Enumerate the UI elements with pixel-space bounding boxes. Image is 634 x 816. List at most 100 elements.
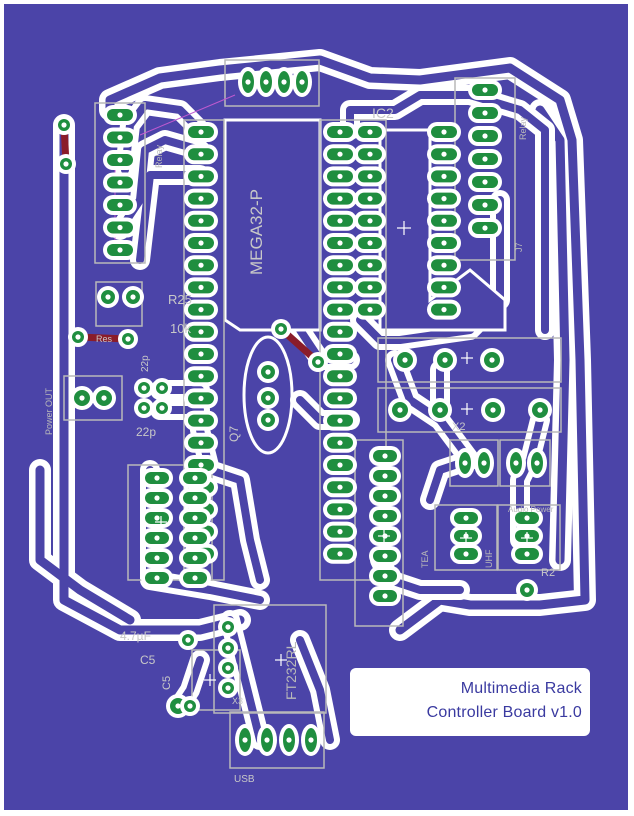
pad-drill — [159, 405, 165, 411]
pad-drill — [337, 529, 343, 535]
title-line-1: Multimedia Rack — [460, 680, 582, 697]
pad-drill — [462, 460, 468, 466]
pad-drill — [192, 495, 198, 501]
pad-drill — [245, 79, 251, 85]
pad-drill — [154, 575, 160, 581]
pad-drill — [367, 284, 373, 290]
pad-drill — [382, 593, 388, 599]
label-c5b: C5 — [161, 676, 173, 690]
pad-drill — [79, 395, 85, 401]
label-usb: USB — [234, 774, 255, 785]
pad-drill — [337, 440, 343, 446]
pad-drill — [441, 173, 447, 179]
board-title-box: Multimedia Rack Controller Board v1.0 — [350, 668, 590, 736]
pad-drill — [198, 395, 204, 401]
pad-drill — [337, 351, 343, 357]
pad-drill — [337, 307, 343, 313]
pad-drill — [441, 240, 447, 246]
pad-drill — [185, 637, 191, 643]
pad-drill — [198, 440, 204, 446]
pad-drill — [367, 307, 373, 313]
label-c5: C5 — [140, 653, 156, 667]
pad-drill — [382, 493, 388, 499]
pad-drill — [198, 240, 204, 246]
pad-drill — [198, 462, 204, 468]
pad-drill — [337, 329, 343, 335]
pad-drill — [437, 407, 443, 413]
pad-drill — [337, 551, 343, 557]
pad-drill — [315, 359, 321, 365]
label-r25: R25 — [168, 292, 192, 307]
pad-drill — [441, 284, 447, 290]
label-22p-b: 22p — [140, 355, 151, 372]
pad-drill — [337, 484, 343, 490]
pad-drill — [130, 294, 136, 300]
pad-drill — [337, 506, 343, 512]
pad-drill — [117, 179, 123, 186]
pad-drill — [198, 284, 204, 290]
pad-drill — [490, 407, 496, 413]
pad-drill — [441, 196, 447, 202]
pad-drill — [198, 307, 204, 313]
pad-drill — [154, 475, 160, 481]
pad-drill — [263, 79, 269, 85]
label-x2: X2 — [452, 421, 465, 433]
pad-drill — [463, 515, 469, 521]
pad-drill — [524, 587, 530, 593]
pad-drill — [225, 624, 231, 630]
label-audio: Audio Power — [508, 505, 554, 514]
pad-drill — [198, 129, 204, 135]
pad-drill — [442, 357, 448, 363]
title-line-2: Controller Board v1.0 — [426, 704, 582, 721]
pad-drill — [198, 418, 204, 424]
label-r2: R2 — [541, 567, 555, 579]
pad-drill — [482, 202, 488, 208]
pad-drill — [382, 573, 388, 579]
pad-drill — [482, 133, 488, 139]
pad-drill — [265, 395, 271, 401]
label-power-out: Power OUT — [44, 387, 54, 435]
pad-drill — [463, 551, 469, 557]
pad-drill — [382, 453, 388, 459]
pad-drill — [367, 129, 373, 135]
pad-drill — [198, 218, 204, 224]
pad-drill — [192, 575, 198, 581]
label-uhf: UHF — [484, 549, 494, 568]
pad-drill — [159, 385, 165, 391]
pad-drill — [286, 737, 292, 743]
pad-drill — [299, 79, 305, 85]
pad-drill — [367, 151, 373, 157]
label-relay-right: Relay — [518, 116, 528, 140]
pad-drill — [489, 357, 495, 363]
pad-drill — [441, 151, 447, 157]
pad-drill — [308, 737, 314, 743]
label-10k: 10k — [170, 321, 191, 336]
pad-drill — [154, 495, 160, 501]
pad-drill — [382, 473, 388, 479]
pad-drill — [141, 385, 147, 391]
pad-drill — [441, 129, 447, 135]
pad-drill — [154, 515, 160, 521]
pad-drill — [441, 307, 447, 313]
label-mega32: MEGA32-P — [247, 189, 266, 275]
pad-drill — [192, 555, 198, 561]
pad-drill — [367, 218, 373, 224]
pad-drill — [63, 161, 69, 167]
pad-drill — [117, 112, 123, 118]
pad-drill — [337, 173, 343, 179]
pad-drill — [482, 156, 488, 162]
pad-drill — [192, 515, 198, 521]
pad-drill — [482, 110, 488, 116]
pad-drill — [337, 284, 343, 290]
pad-drill — [367, 262, 373, 268]
label-tea: TEA — [420, 550, 430, 568]
pad-drill — [225, 685, 231, 691]
pad-drill — [337, 262, 343, 268]
pad-group — [54, 67, 552, 756]
label-4u7: 4.7µF — [120, 629, 151, 643]
pad-drill — [441, 262, 447, 268]
pad-drill — [198, 351, 204, 357]
pad-drill — [187, 703, 193, 709]
pad-drill — [337, 129, 343, 135]
